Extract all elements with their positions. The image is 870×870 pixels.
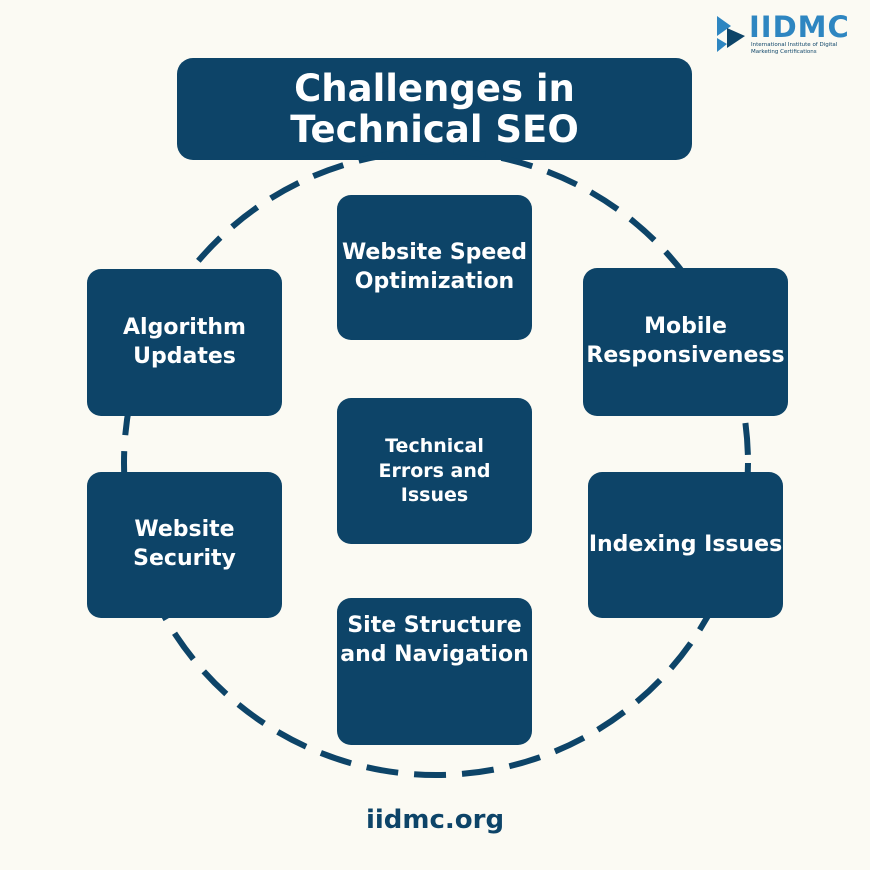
- node-indexing-issues: Indexing Issues: [588, 472, 783, 618]
- iidmc-logo: IIDMC International Institute of Digital…: [715, 12, 855, 60]
- page-title: Challenges in Technical SEO: [177, 58, 692, 160]
- node-website-speed-optimization: Website Speed Optimization: [337, 195, 532, 340]
- footer-url: iidmc.org: [365, 805, 505, 835]
- node-website-security: Website Security: [87, 472, 282, 618]
- logo-tagline: International Institute of Digital Marke…: [751, 42, 838, 55]
- logo-mark-icon: [717, 16, 745, 52]
- node-technical-errors-and-issues: Technical Errors and Issues: [337, 398, 532, 544]
- logo-name: IIDMC: [749, 10, 850, 44]
- node-mobile-responsiveness: Mobile Responsiveness: [583, 268, 788, 416]
- node-site-structure-navigation: Site Structure and Navigation: [337, 598, 532, 745]
- node-algorithm-updates: Algorithm Updates: [87, 269, 282, 416]
